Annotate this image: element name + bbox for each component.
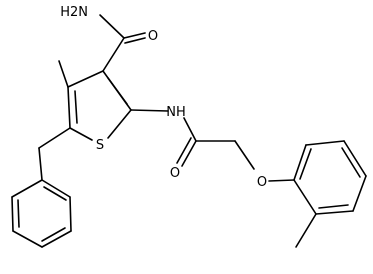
atom-o-amide2-label: O — [170, 166, 180, 181]
bond-bz-4 — [12, 230, 43, 248]
bond-oeth-ring — [268, 179, 295, 182]
bond-c4-c5-b — [74, 90, 78, 124]
bond-camide-o-a — [123, 32, 146, 39]
bond-c5-ch2 — [38, 127, 71, 149]
bond-bz-2 — [69, 196, 72, 232]
bond-c5-s — [69, 127, 93, 141]
bond-ch2-oeth — [234, 140, 255, 170]
bond-c4-methyl — [58, 60, 69, 88]
bond-nh-cco — [183, 117, 197, 142]
bond-tol-2 — [305, 140, 345, 146]
bond-tol-4 — [352, 175, 367, 212]
atom-nh2-label: H2N — [60, 5, 88, 20]
bond-bz-5 — [11, 196, 14, 232]
atom-s-label: S — [96, 138, 104, 153]
bond-tol-6 — [293, 179, 317, 215]
bond-bz-6 — [11, 179, 43, 198]
bond-bz-3 — [41, 230, 72, 248]
bond-tol-methyl — [295, 213, 317, 248]
bond-c3-c4 — [67, 70, 104, 88]
bond-camide-n — [99, 14, 125, 39]
atom-o-amide1-label: O — [148, 29, 158, 44]
bond-camide-o-b — [124, 37, 146, 44]
bond-c4-c5-a — [67, 86, 71, 129]
bond-tol-1-inner — [299, 148, 312, 180]
bond-bz-1 — [41, 179, 71, 198]
bond-tol-5 — [315, 210, 354, 215]
bond-c3-c2-b — [107, 77, 128, 105]
atom-nh-label: NH — [166, 105, 186, 120]
bond-tol-3 — [343, 140, 367, 177]
bond-bz-1-inner — [43, 186, 67, 201]
atom-o-ether-label: O — [257, 175, 267, 190]
bond-bz-5-inner — [17, 199, 20, 228]
bond-tol-5-inner — [318, 204, 349, 209]
bond-bz-3-inner — [41, 227, 66, 242]
bond-cco-o-b — [176, 137, 192, 164]
bond-cco-o-a — [181, 140, 197, 167]
bond-tol-1 — [293, 144, 307, 181]
bond-c3-camide — [102, 37, 125, 72]
bond-tol-3-inner — [341, 147, 361, 178]
bond-c2-nh — [130, 109, 169, 112]
bond-s-c2 — [107, 109, 132, 139]
bond-ch2-ring — [38, 147, 43, 181]
